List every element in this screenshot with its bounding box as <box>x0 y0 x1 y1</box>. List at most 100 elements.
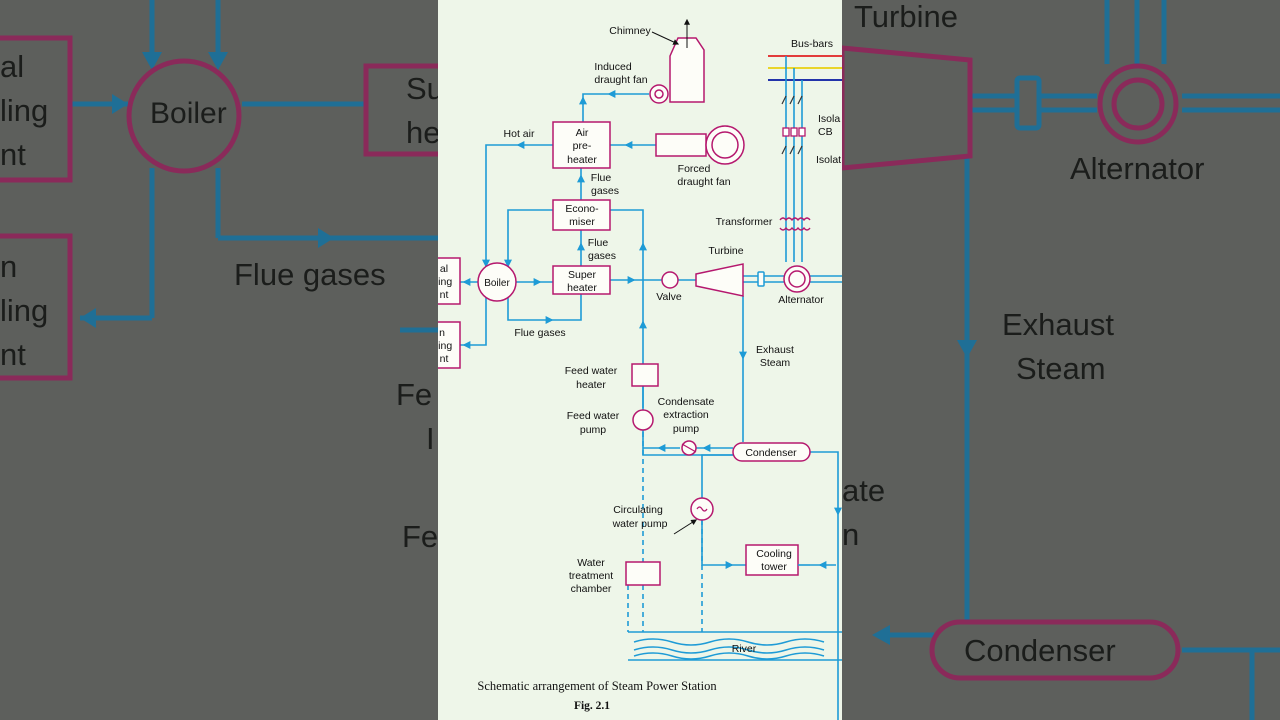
coal-handling-label-2: ling <box>438 276 452 288</box>
feed-water-pump-label-1: Feed water <box>567 410 620 422</box>
flue-gases-mid-label-2: gases <box>588 250 616 262</box>
cooling-tower-box <box>745 544 799 576</box>
circuit-breakers <box>782 127 806 137</box>
isolator-label: Isola <box>818 113 840 125</box>
induced-draught-fan-shape <box>649 84 669 104</box>
feed-water-heater-label-1: Feed water <box>565 365 618 377</box>
background-right-blurred: Turbine Alternator Exhaust Steam ate n C… <box>842 0 1280 720</box>
flue-gases-mid-label-1: Flue <box>588 237 609 249</box>
pipe-network <box>456 93 842 720</box>
condenser-box <box>732 442 811 462</box>
water-treatment-chamber-box <box>625 561 661 586</box>
valve-label: Valve <box>656 291 682 303</box>
forced-fan-label-2: draught fan <box>677 176 730 188</box>
bg-fragment: n <box>842 517 860 552</box>
feed-water-heater-box <box>631 363 659 387</box>
condensate-pump-label-2: extraction <box>663 409 709 421</box>
air-preheater-label-1: Air <box>576 127 589 139</box>
isolator-label-2: Isolat <box>816 154 841 166</box>
induced-fan-label-2: draught fan <box>594 74 647 86</box>
ash-handling-label-2: ling <box>438 340 452 352</box>
hot-air-label: Hot air <box>504 128 535 140</box>
dashed-pipes <box>627 432 703 632</box>
chimney-label: Chimney <box>609 25 651 37</box>
circulating-pump-pointer <box>673 519 698 535</box>
coupling-shape <box>757 271 765 287</box>
turbine-label: Turbine <box>708 245 743 257</box>
bg-turbine-label: Turbine <box>854 0 958 34</box>
cb-label: CB <box>818 126 833 138</box>
ash-handling-label-3: nt <box>440 353 449 365</box>
bg-fragment: ling <box>0 293 49 328</box>
air-preheater-box <box>552 121 611 169</box>
alternator-label: Alternator <box>778 294 824 306</box>
air-preheater-label-2: pre- <box>573 140 592 152</box>
exhaust-steam-label-2: Steam <box>760 357 791 369</box>
bg-fragment: Fe <box>402 519 438 554</box>
diagram-panel: Chimney Induced draught fan Hot air Air … <box>438 0 842 720</box>
switchgear-lines <box>785 56 803 262</box>
superheater-label-1: Super <box>568 269 597 281</box>
isolator-switches <box>781 95 803 155</box>
circulating-pump-label-1: Circulating <box>613 504 663 516</box>
chimney-shape <box>669 37 705 103</box>
flue-gases-upper-label-2: gases <box>591 185 619 197</box>
bg-condenser-label: Condenser <box>964 633 1116 668</box>
forced-fan-label-1: Forced <box>678 163 711 175</box>
exhaust-steam-label-1: Exhaust <box>756 344 794 356</box>
feed-water-pump-label-2: pump <box>580 424 606 436</box>
bus-bars <box>768 55 842 81</box>
bg-fragment: nt <box>0 337 26 372</box>
economiser-box <box>552 199 611 231</box>
figure-caption: Schematic arrangement of Steam Power Sta… <box>477 679 717 693</box>
bg-steam-label: Steam <box>1016 351 1106 386</box>
transformer-coils <box>779 217 811 231</box>
circulating-pump-label-2: water pump <box>612 518 668 530</box>
background-right-diagram <box>842 0 1280 720</box>
feed-water-heater-label-2: heater <box>576 379 606 391</box>
flue-gases-low-label: Flue gases <box>514 327 565 339</box>
economiser-label-2: miser <box>569 216 595 228</box>
steam-power-station-diagram: Chimney Induced draught fan Hot air Air … <box>438 18 842 720</box>
water-treatment-label-1: Water <box>577 557 605 569</box>
bg-fragment: ling <box>0 93 49 128</box>
coal-handling-box <box>438 257 461 305</box>
river-label: River <box>732 643 757 655</box>
economiser-label-1: Econo- <box>565 203 599 215</box>
bg-fragment: al <box>0 49 25 84</box>
water-treatment-label-2: treatment <box>569 570 613 582</box>
bg-fragment: n <box>0 249 18 284</box>
cooling-tower-label-2: tower <box>761 561 787 573</box>
background-left-blurred: Boiler al ling nt n ling nt Su he Flue g… <box>0 0 438 720</box>
superheater-label-2: heater <box>567 282 597 294</box>
flue-gases-upper-label-1: Flue <box>591 172 612 184</box>
figure-number: Fig. 2.1 <box>574 700 610 712</box>
condensate-pump-label-1: Condensate <box>658 396 715 408</box>
boiler-shape <box>477 262 517 302</box>
coal-handling-label-3: nt <box>440 289 449 301</box>
water-treatment-label-3: chamber <box>571 583 612 595</box>
alternator-shape <box>783 265 811 293</box>
bg-boiler-label: Boiler <box>150 97 227 130</box>
bg-fragment: he <box>406 115 438 150</box>
cooling-tower-label-1: Cooling <box>756 548 792 560</box>
induced-fan-label-1: Induced <box>594 61 632 73</box>
feed-water-pump-shape <box>632 409 654 431</box>
ash-handling-box <box>438 321 461 369</box>
background-left-diagram <box>0 0 438 381</box>
boiler-label: Boiler <box>484 278 510 289</box>
bg-fragment: Fe <box>396 377 433 412</box>
chimney-pointer <box>651 31 680 45</box>
bg-flue-gases-label: Flue gases <box>234 257 386 292</box>
bg-fragment: I <box>426 421 435 456</box>
valve-shape <box>661 271 679 289</box>
turbine-shape <box>695 263 744 297</box>
condenser-label: Condenser <box>745 447 797 459</box>
bg-fragment: ate <box>842 473 886 508</box>
coal-handling-label-1: al <box>440 263 448 275</box>
bg-alternator-label: Alternator <box>1070 151 1205 186</box>
ash-handling-label-1: n <box>439 327 445 339</box>
superheater-box <box>552 265 611 295</box>
forced-draught-fan-body <box>655 133 707 157</box>
